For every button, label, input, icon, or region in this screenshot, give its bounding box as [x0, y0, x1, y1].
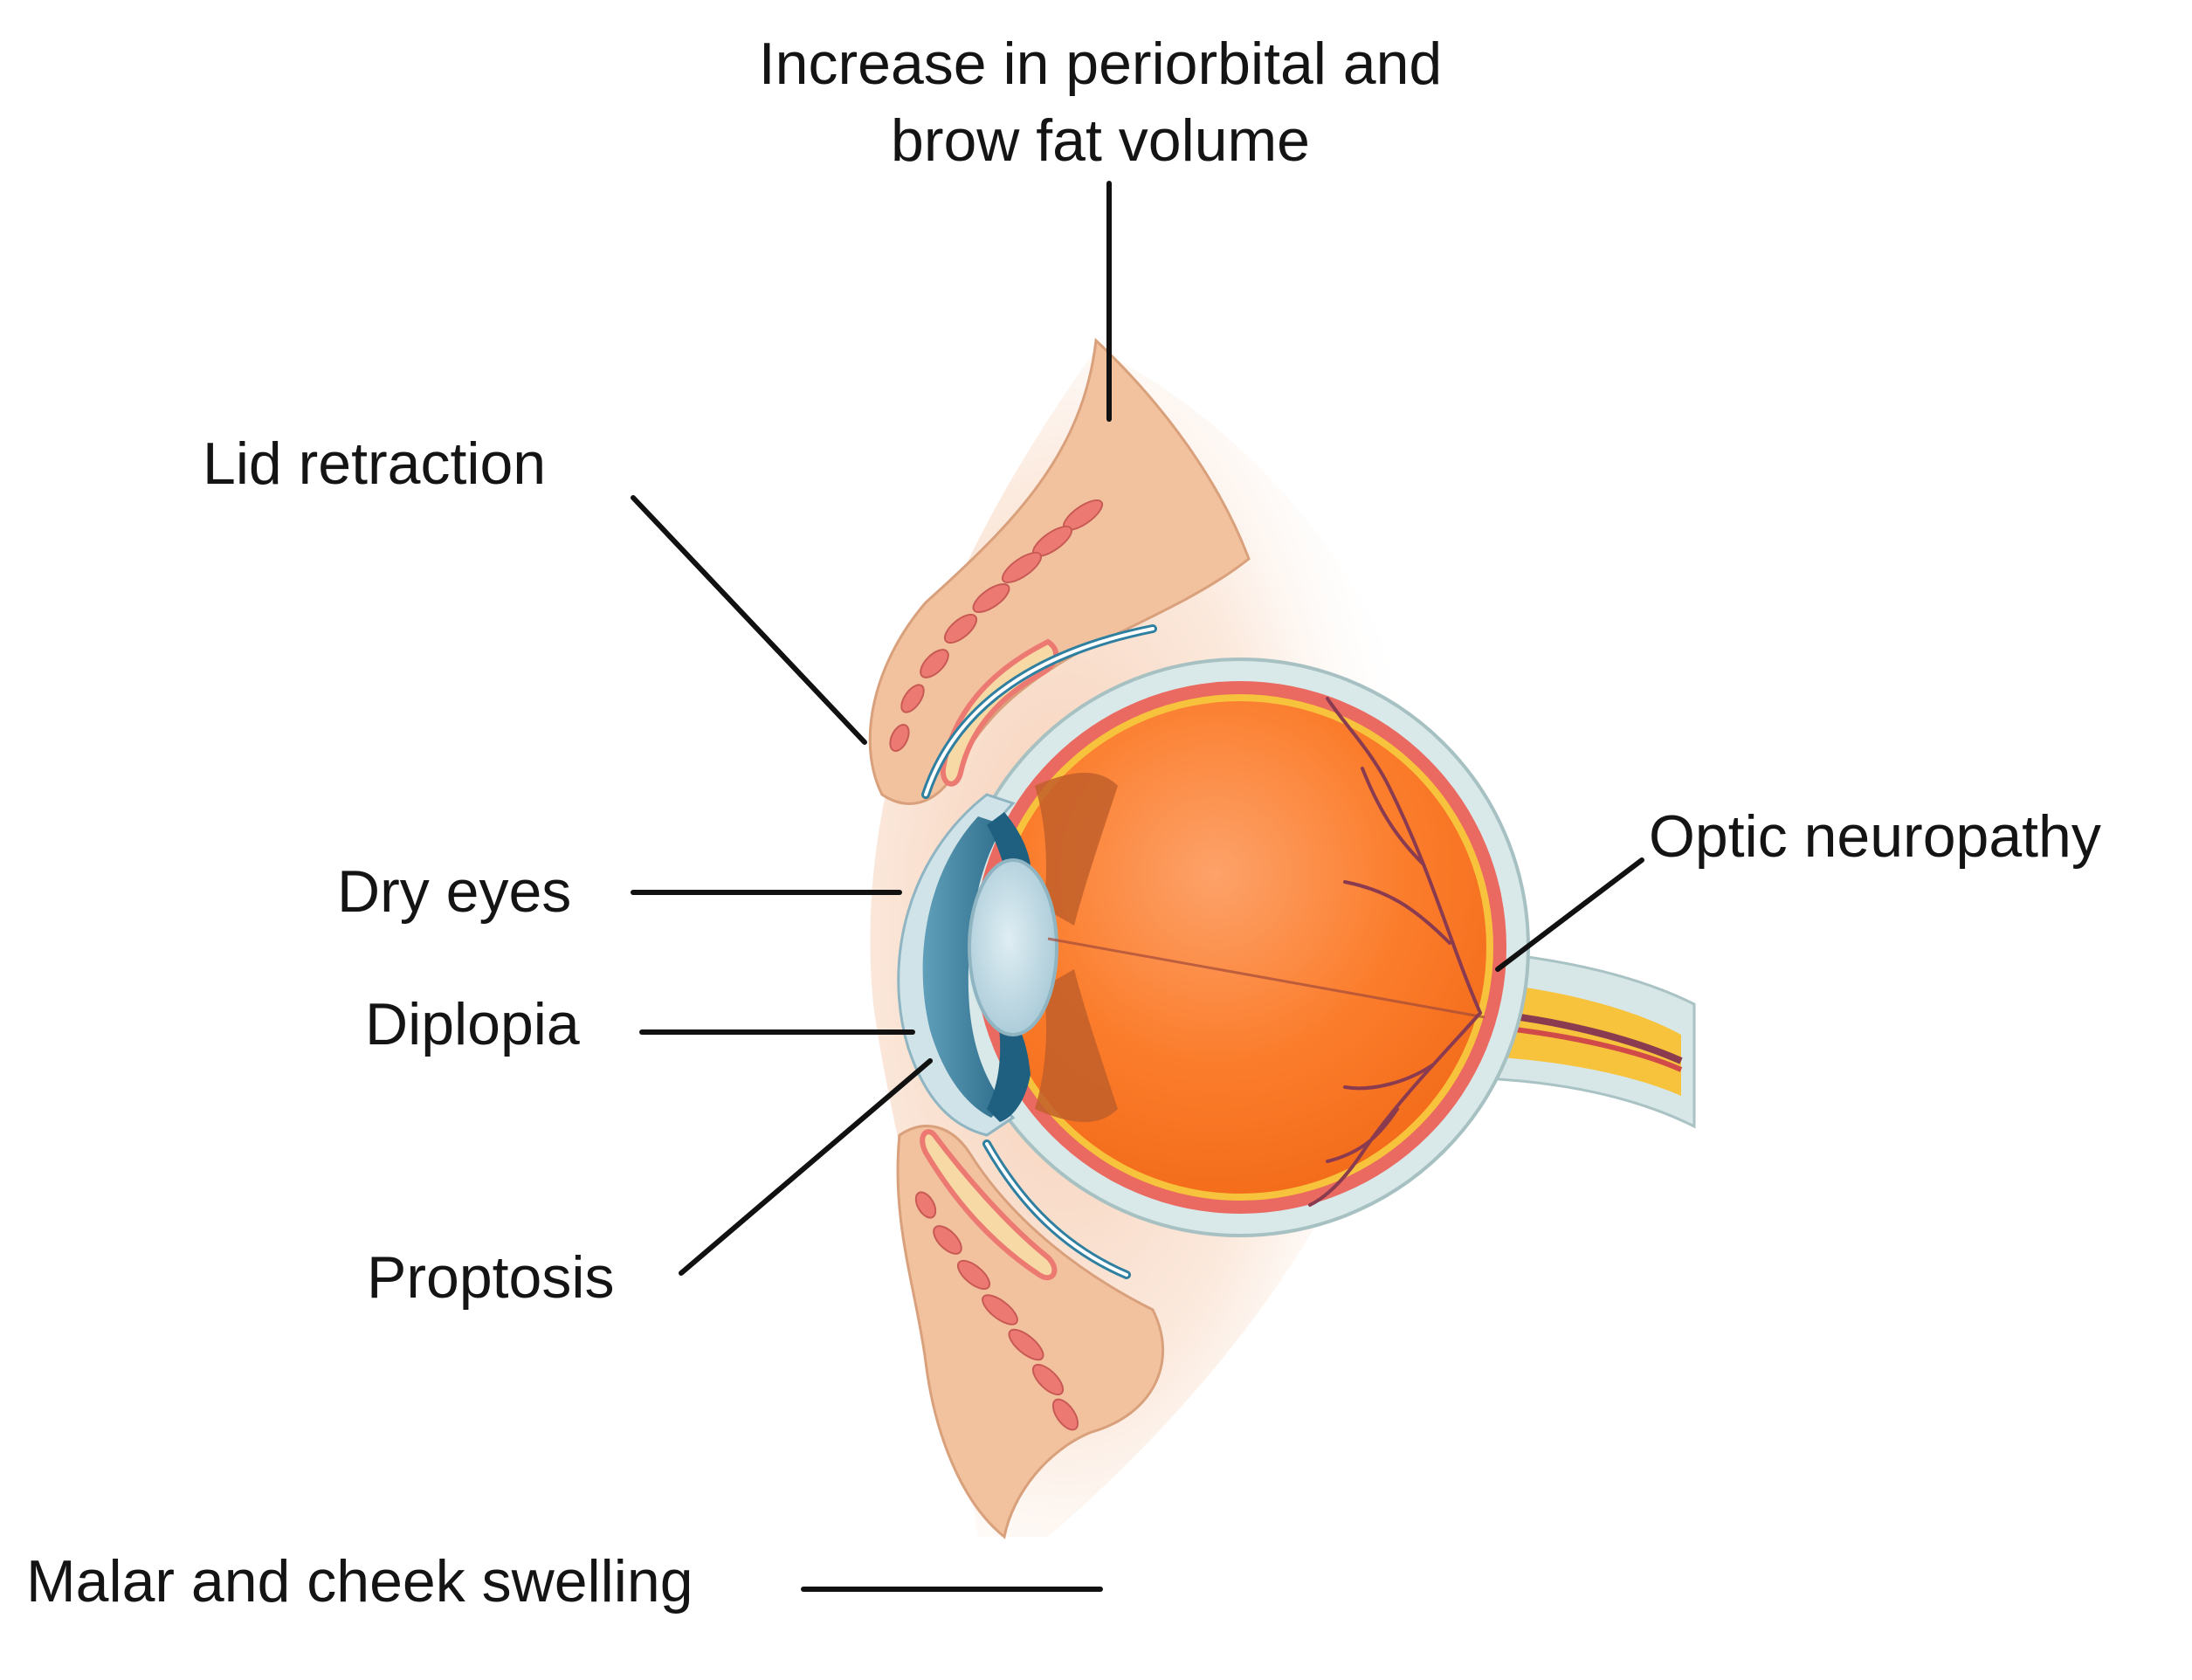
leader-optic-neuropathy	[1495, 857, 1644, 972]
label-dry-eyes: Dry eyes	[337, 858, 572, 925]
leader-lid-retraction	[631, 495, 867, 745]
label-diplopia: Diplopia	[365, 991, 580, 1057]
upper-lid-muscle-fibers	[889, 499, 1104, 752]
retinal-vessels	[1308, 697, 1482, 1207]
label-malar-cheek-swelling: Malar and cheek swelling	[26, 1548, 693, 1615]
anterior-chamber	[922, 816, 1004, 1118]
label-proptosis: Proptosis	[367, 1244, 615, 1311]
label-optic-neuropathy: Optic neuropathy	[1649, 803, 2101, 870]
label-lid-retraction: Lid retraction	[203, 430, 547, 497]
label-brow-fat-volume-line1: Increase in periorbital and	[758, 31, 1443, 97]
optic-nerve	[1483, 950, 1696, 1129]
visual-axis	[1047, 937, 1485, 1019]
vitreous-body	[994, 701, 1486, 1194]
lens	[968, 858, 1058, 1036]
lower-lid-muscle-fibers	[914, 1191, 1079, 1431]
leader-lines	[631, 181, 1644, 1592]
label-brow-fat-volume-line2: brow fat volume	[891, 107, 1310, 174]
lower-tarsal-plate	[920, 1129, 1058, 1281]
lower-eyelid	[896, 1125, 1165, 1539]
ciliary-body	[1035, 773, 1118, 926]
leader-proptosis	[679, 1058, 933, 1276]
